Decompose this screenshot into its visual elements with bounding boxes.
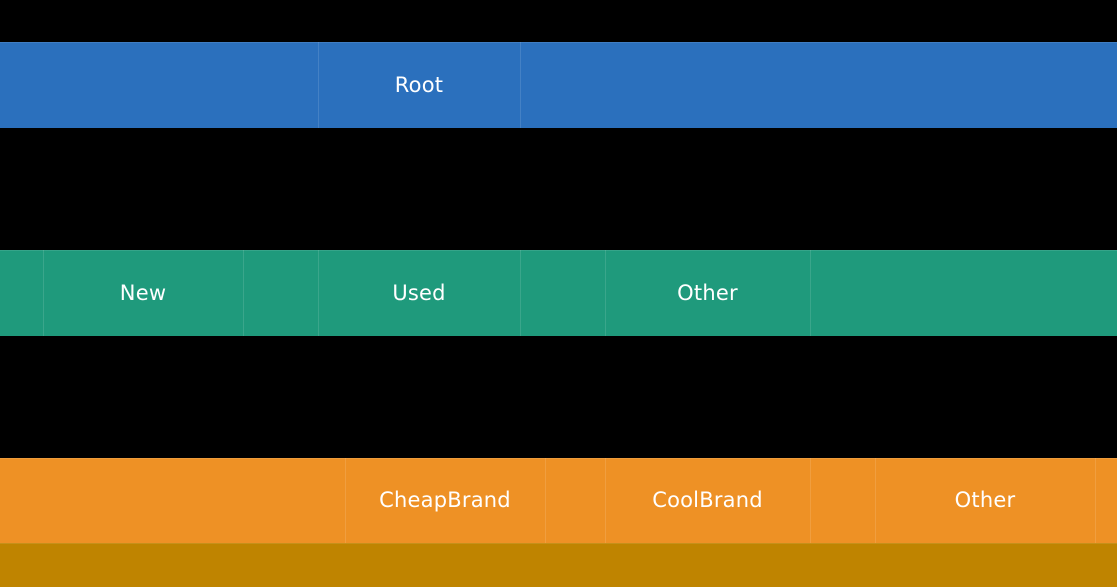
icicle-level-brand-level: CheapBrand CoolBrand Other	[0, 458, 1117, 543]
icicle-node[interactable]	[1095, 458, 1117, 543]
icicle-level-condition-level: New Used Other	[0, 250, 1117, 336]
icicle-node-label: Other	[677, 280, 738, 305]
icicle-node-new[interactable]: New	[43, 250, 243, 336]
icicle-node[interactable]	[0, 250, 43, 336]
icicle-node-label: Used	[392, 280, 446, 305]
icicle-node[interactable]	[520, 250, 605, 336]
icicle-node-label: New	[119, 280, 167, 305]
icicle-node-label: CheapBrand	[379, 488, 511, 512]
icicle-node[interactable]	[810, 250, 1117, 336]
icicle-level-root-level: Root	[0, 42, 1117, 128]
icicle-node-label: Other	[954, 488, 1016, 512]
icicle-node[interactable]	[0, 458, 345, 543]
icicle-node[interactable]	[0, 543, 1117, 587]
icicle-node[interactable]	[0, 42, 318, 128]
icicle-node[interactable]	[545, 458, 605, 543]
icicle-node-cheapbrand[interactable]: CheapBrand	[345, 458, 545, 543]
icicle-node-other[interactable]: Other	[875, 458, 1095, 543]
icicle-node[interactable]	[243, 250, 318, 336]
icicle-level-leaf-level	[0, 543, 1117, 587]
icicle-node-used[interactable]: Used	[318, 250, 520, 336]
icicle-node-label: Root	[394, 72, 444, 97]
icicle-node[interactable]	[810, 458, 875, 543]
icicle-node[interactable]	[520, 42, 1117, 128]
icicle-node-coolbrand[interactable]: CoolBrand	[605, 458, 810, 543]
icicle-node-other[interactable]: Other	[605, 250, 810, 336]
icicle-node-root[interactable]: Root	[318, 42, 520, 128]
icicle-node-label: CoolBrand	[652, 488, 763, 512]
